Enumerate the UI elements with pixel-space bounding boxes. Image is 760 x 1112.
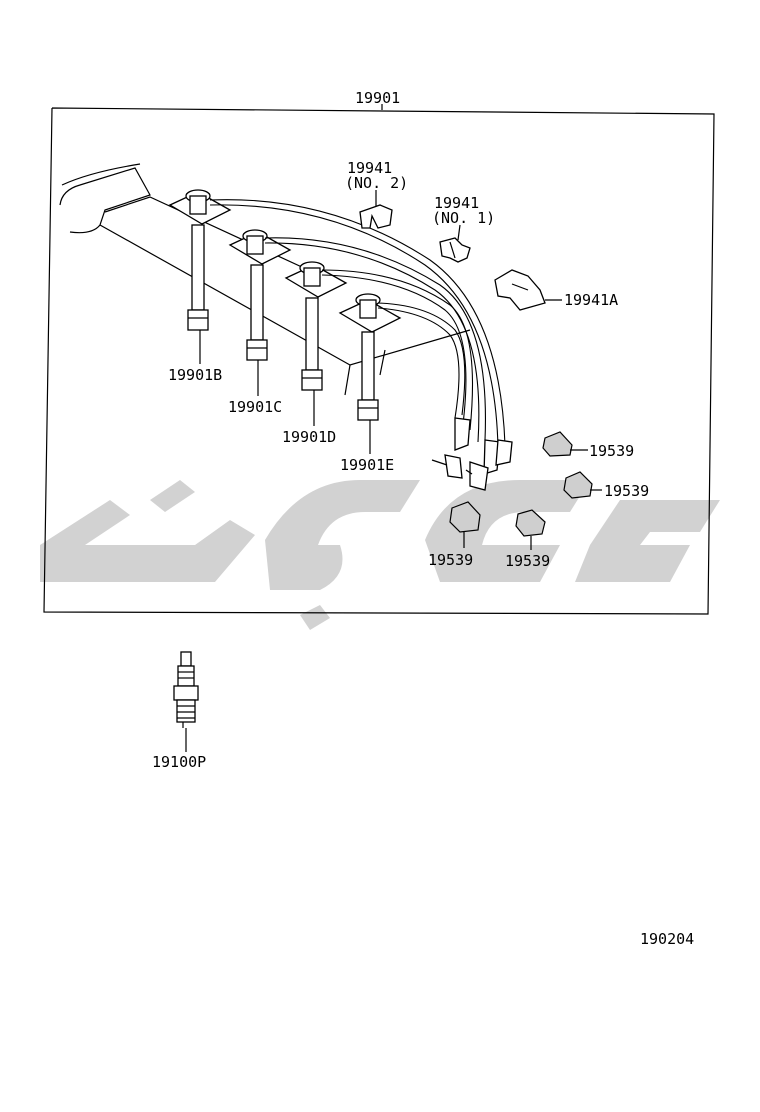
boot-icon xyxy=(449,431,593,537)
clamp-no2-part-label: 19941 xyxy=(347,159,392,177)
plug-cord-b xyxy=(168,189,232,331)
plug-cord-c xyxy=(228,229,292,361)
boot-label-3: 19539 xyxy=(428,551,473,569)
clamp-no1-note-label: (NO. 1) xyxy=(432,209,495,227)
wire-bundle xyxy=(209,199,513,491)
assembly-frame xyxy=(43,104,715,615)
clamp-no2-note-label: (NO. 2) xyxy=(345,174,408,192)
assembly-label: 19901 xyxy=(355,89,400,107)
spark-plug-icon xyxy=(173,651,199,728)
cord-b-label: 19901B xyxy=(168,366,222,384)
clamp-a-icon xyxy=(494,269,546,311)
leader-lines xyxy=(185,190,602,752)
watermark-logo xyxy=(40,480,720,630)
clamp-no2-icon xyxy=(359,204,393,229)
clamp-a-label: 19941A xyxy=(564,291,618,309)
figure-number: 190204 xyxy=(640,930,694,948)
cord-e-label: 19901E xyxy=(340,456,394,474)
cord-c-label: 19901C xyxy=(228,398,282,416)
clamp-no1-icon xyxy=(439,237,471,263)
boot-label-2: 19539 xyxy=(604,482,649,500)
boot-label-4: 19539 xyxy=(505,552,550,570)
boot-label-1: 19539 xyxy=(589,442,634,460)
plug-cord-e xyxy=(338,293,402,421)
plug-cord-d xyxy=(284,261,348,391)
clamp-no1-part-label: 19941 xyxy=(434,194,479,212)
spark-plug-label: 19100P xyxy=(152,753,206,771)
cord-d-label: 19901D xyxy=(282,428,336,446)
